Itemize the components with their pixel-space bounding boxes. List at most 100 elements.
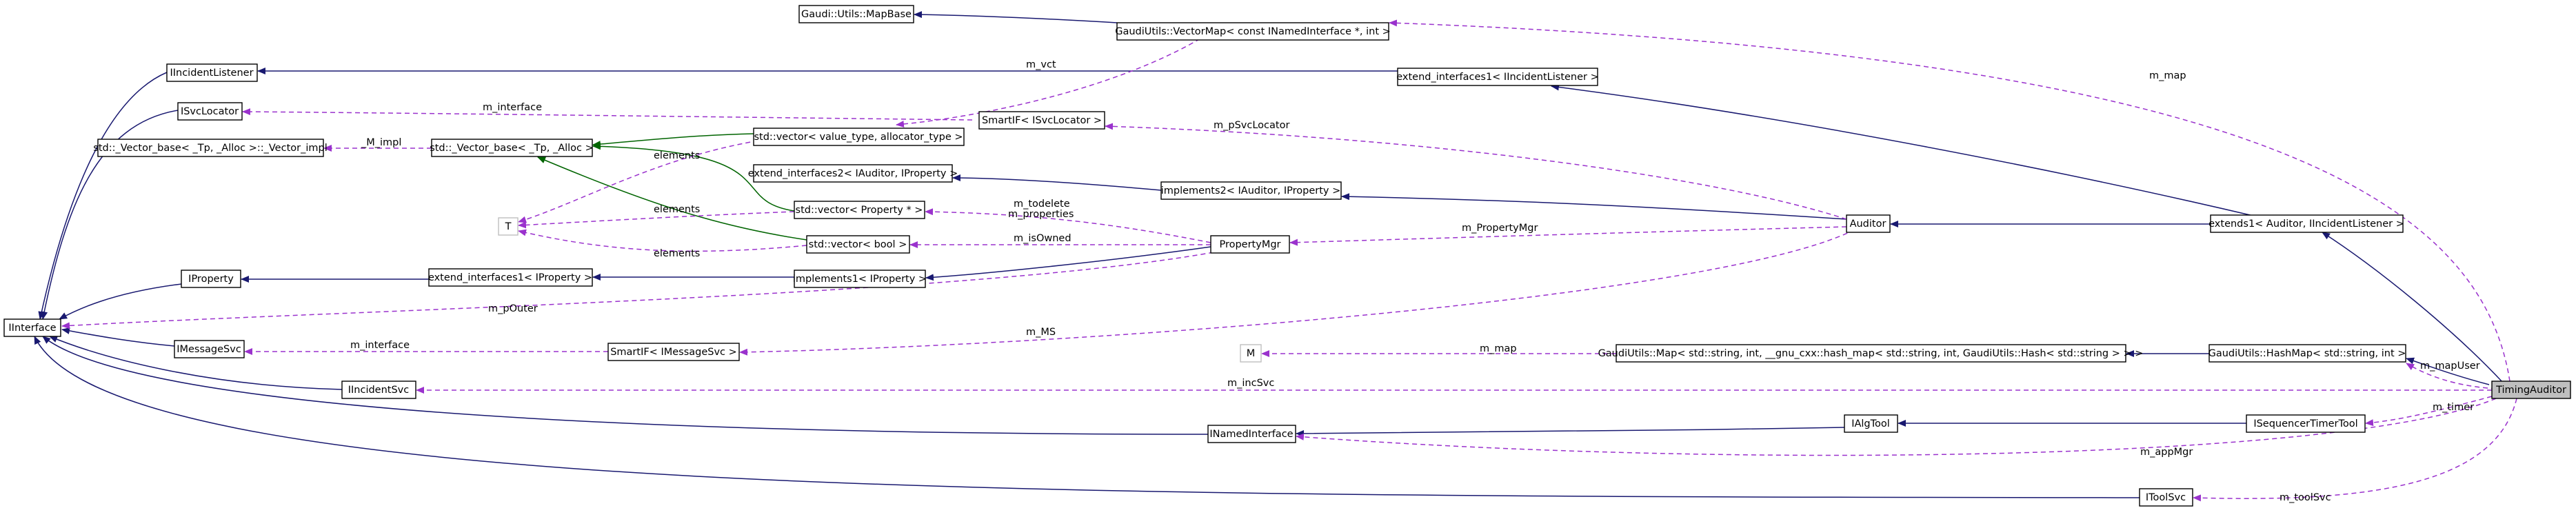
edge-m-mapuser <box>2406 363 2497 389</box>
node-label: SmartIF< ISvcLocator > <box>982 115 1102 126</box>
label-m-map-mid: m_map <box>1480 343 1517 354</box>
node-gaudiutils-map[interactable]: GaudiUtils::Map< std::string, int, __gnu… <box>1598 344 2144 363</box>
node-label: IMessageSvc <box>177 344 241 355</box>
node-isvclocator[interactable]: ISvcLocator <box>177 102 243 121</box>
node-auditor[interactable]: Auditor <box>1846 214 1891 233</box>
label-m-todelete: m_todelete <box>1014 199 1070 210</box>
node-label: IInterface <box>8 323 56 334</box>
node-iincidentlistener[interactable]: IIncidentListener <box>166 63 258 82</box>
node-label: T <box>505 221 512 232</box>
node-vector-impl[interactable]: std::_Vector_base< _Tp, _Alloc >::_Vecto… <box>93 139 328 157</box>
edge-m-psvclocator <box>1105 123 1847 220</box>
node-label: ISvcLocator <box>181 106 239 117</box>
edge-labels: m_vct m_map m_interface _M_impl elements… <box>350 59 2480 503</box>
edge-vectormap-mapbase <box>914 11 1118 23</box>
node-label: IProperty <box>188 274 234 285</box>
node-label: PropertyMgr <box>1219 239 1280 250</box>
edge-vectorbool-vectorbase <box>537 156 807 241</box>
node-vector-property[interactable]: std::vector< Property * > <box>794 201 925 219</box>
edge-m-ms <box>739 229 1855 356</box>
edge-itoolsvc-iinterface <box>34 336 2140 498</box>
edge-m-toolsvc <box>2193 398 2517 502</box>
edge-isvclocator-iinterface <box>41 110 179 320</box>
node-label: std::vector< value_type, allocator_type … <box>754 132 963 143</box>
node-label: Gaudi::Utils::MapBase <box>801 9 912 20</box>
node-extend-property[interactable]: extend_interfaces1< IProperty > <box>428 268 593 287</box>
node-label: SmartIF< IMessageSvc > <box>610 347 737 358</box>
edge-m-vct <box>896 34 1208 128</box>
node-label: IIncidentSvc <box>348 385 410 396</box>
node-label: extend_interfaces1< IIncidentListener > <box>1396 72 1599 83</box>
node-label: INamedInterface <box>1209 429 1293 440</box>
node-label: std::vector< Property * > <box>796 205 923 216</box>
label-m-vct: m_vct <box>1026 59 1056 70</box>
node-iinterface[interactable]: IInterface <box>3 318 61 337</box>
edge-m-timer <box>2365 396 2493 427</box>
node-gaudi-mapbase[interactable]: Gaudi::Utils::MapBase <box>798 5 914 23</box>
label-m-ms: m_MS <box>1026 327 1056 338</box>
node-propertymgr[interactable]: PropertyMgr <box>1210 235 1290 254</box>
node-label: IIncidentListener <box>170 68 253 79</box>
node-m-param[interactable]: M <box>1240 344 1262 363</box>
edge-propertymgr-implements1 <box>925 246 1211 281</box>
node-label: GaudiUtils::Map< std::string, int, __gnu… <box>1598 348 2144 359</box>
label-m-propertymgr: m_PropertyMgr <box>1462 223 1538 234</box>
edge-vectorproperty-vectorbase <box>592 143 795 212</box>
node-hashmap[interactable]: GaudiUtils::HashMap< std::string, int > <box>2208 344 2406 363</box>
node-vector-base[interactable]: std::_Vector_base< _Tp, _Alloc > <box>430 139 594 157</box>
node-vector-bool[interactable]: std::vector< bool > <box>806 235 910 254</box>
label-elements-1: elements <box>654 150 700 161</box>
nodes: IInterface IIncidentListener ISvcLocator… <box>3 5 2571 507</box>
node-label: extend_interfaces1< IProperty > <box>428 272 592 283</box>
node-inamedinterface[interactable]: INamedInterface <box>1207 425 1296 443</box>
node-label: M <box>1247 348 1256 359</box>
node-iincidentsvc[interactable]: IIncidentSvc <box>341 381 416 399</box>
edge-extends1-extendincident <box>1551 83 2257 217</box>
label-elements-2: elements <box>654 204 700 215</box>
node-label: extend_interfaces2< IAuditor, IProperty … <box>748 168 958 179</box>
edge-iproperty-iinterface <box>59 283 182 320</box>
label-m-timer: m_timer <box>2433 402 2474 413</box>
node-label: std::_Vector_base< _Tp, _Alloc >::_Vecto… <box>93 143 327 154</box>
node-implements1[interactable]: implements1< IProperty > <box>793 270 927 288</box>
node-label: TimingAuditor <box>2495 385 2566 396</box>
edge-m-map-top <box>1389 19 2510 382</box>
node-label: GaudiUtils::VectorMap< const INamedInter… <box>1115 26 1391 37</box>
node-isequencertimertool[interactable]: ISequencerTimerTool <box>2246 414 2366 433</box>
node-iproperty[interactable]: IProperty <box>181 270 241 288</box>
node-label: IToolSvc <box>2146 492 2186 503</box>
edge-vectorvalue-vectorbase <box>592 133 754 148</box>
node-extend2[interactable]: extend_interfaces2< IAuditor, IProperty … <box>748 164 958 183</box>
edges <box>34 11 2517 502</box>
label-m-impl: _M_impl <box>361 137 401 148</box>
edge-timingauditor-hashmap <box>2406 357 2490 385</box>
node-imessagesvc[interactable]: IMessageSvc <box>174 340 245 358</box>
node-label: extends1< Auditor, IIncidentListener > <box>2208 219 2404 230</box>
label-m-interface-msg: m_interface <box>350 340 410 351</box>
node-implements2[interactable]: implements2< IAuditor, IProperty > <box>1160 181 1342 200</box>
node-smartif-msgsvc[interactable]: SmartIF< IMessageSvc > <box>607 343 740 361</box>
edge-elements-3 <box>518 229 807 252</box>
node-extends1[interactable]: extends1< Auditor, IIncidentListener > <box>2208 214 2404 233</box>
node-vector-value[interactable]: std::vector< value_type, allocator_type … <box>753 128 965 146</box>
label-m-map-top: m_map <box>2149 70 2186 81</box>
label-m-incsvc: m_incSvc <box>1227 378 1274 389</box>
node-ialgtool[interactable]: IAlgTool <box>1844 414 1898 433</box>
edge-m-appmgr <box>1296 398 2497 456</box>
node-label: implements2< IAuditor, IProperty > <box>1161 185 1341 196</box>
edge-iincidentsvc-iinterface <box>49 336 343 390</box>
edge-implements2-extend2 <box>952 174 1162 191</box>
edge-inamedinterface-iinterface <box>42 336 1209 435</box>
node-timingauditor[interactable]: TimingAuditor <box>2491 381 2571 399</box>
node-extend-incident[interactable]: extend_interfaces1< IIncidentListener > <box>1396 68 1599 86</box>
label-m-pouter: m_pOuter <box>488 303 538 314</box>
node-label: IAlgTool <box>1851 418 1890 429</box>
edge-auditor-implements2 <box>1341 193 1847 220</box>
node-vectormap[interactable]: GaudiUtils::VectorMap< const INamedInter… <box>1115 22 1391 41</box>
node-t-param[interactable]: T <box>498 217 519 236</box>
label-m-isowned: m_isOwned <box>1014 233 1071 244</box>
node-label: std::vector< bool > <box>809 239 907 250</box>
label-elements-3: elements <box>654 248 700 259</box>
node-smartif-svclocator[interactable]: SmartIF< ISvcLocator > <box>978 111 1105 130</box>
node-itoolsvc[interactable]: IToolSvc <box>2139 488 2193 507</box>
